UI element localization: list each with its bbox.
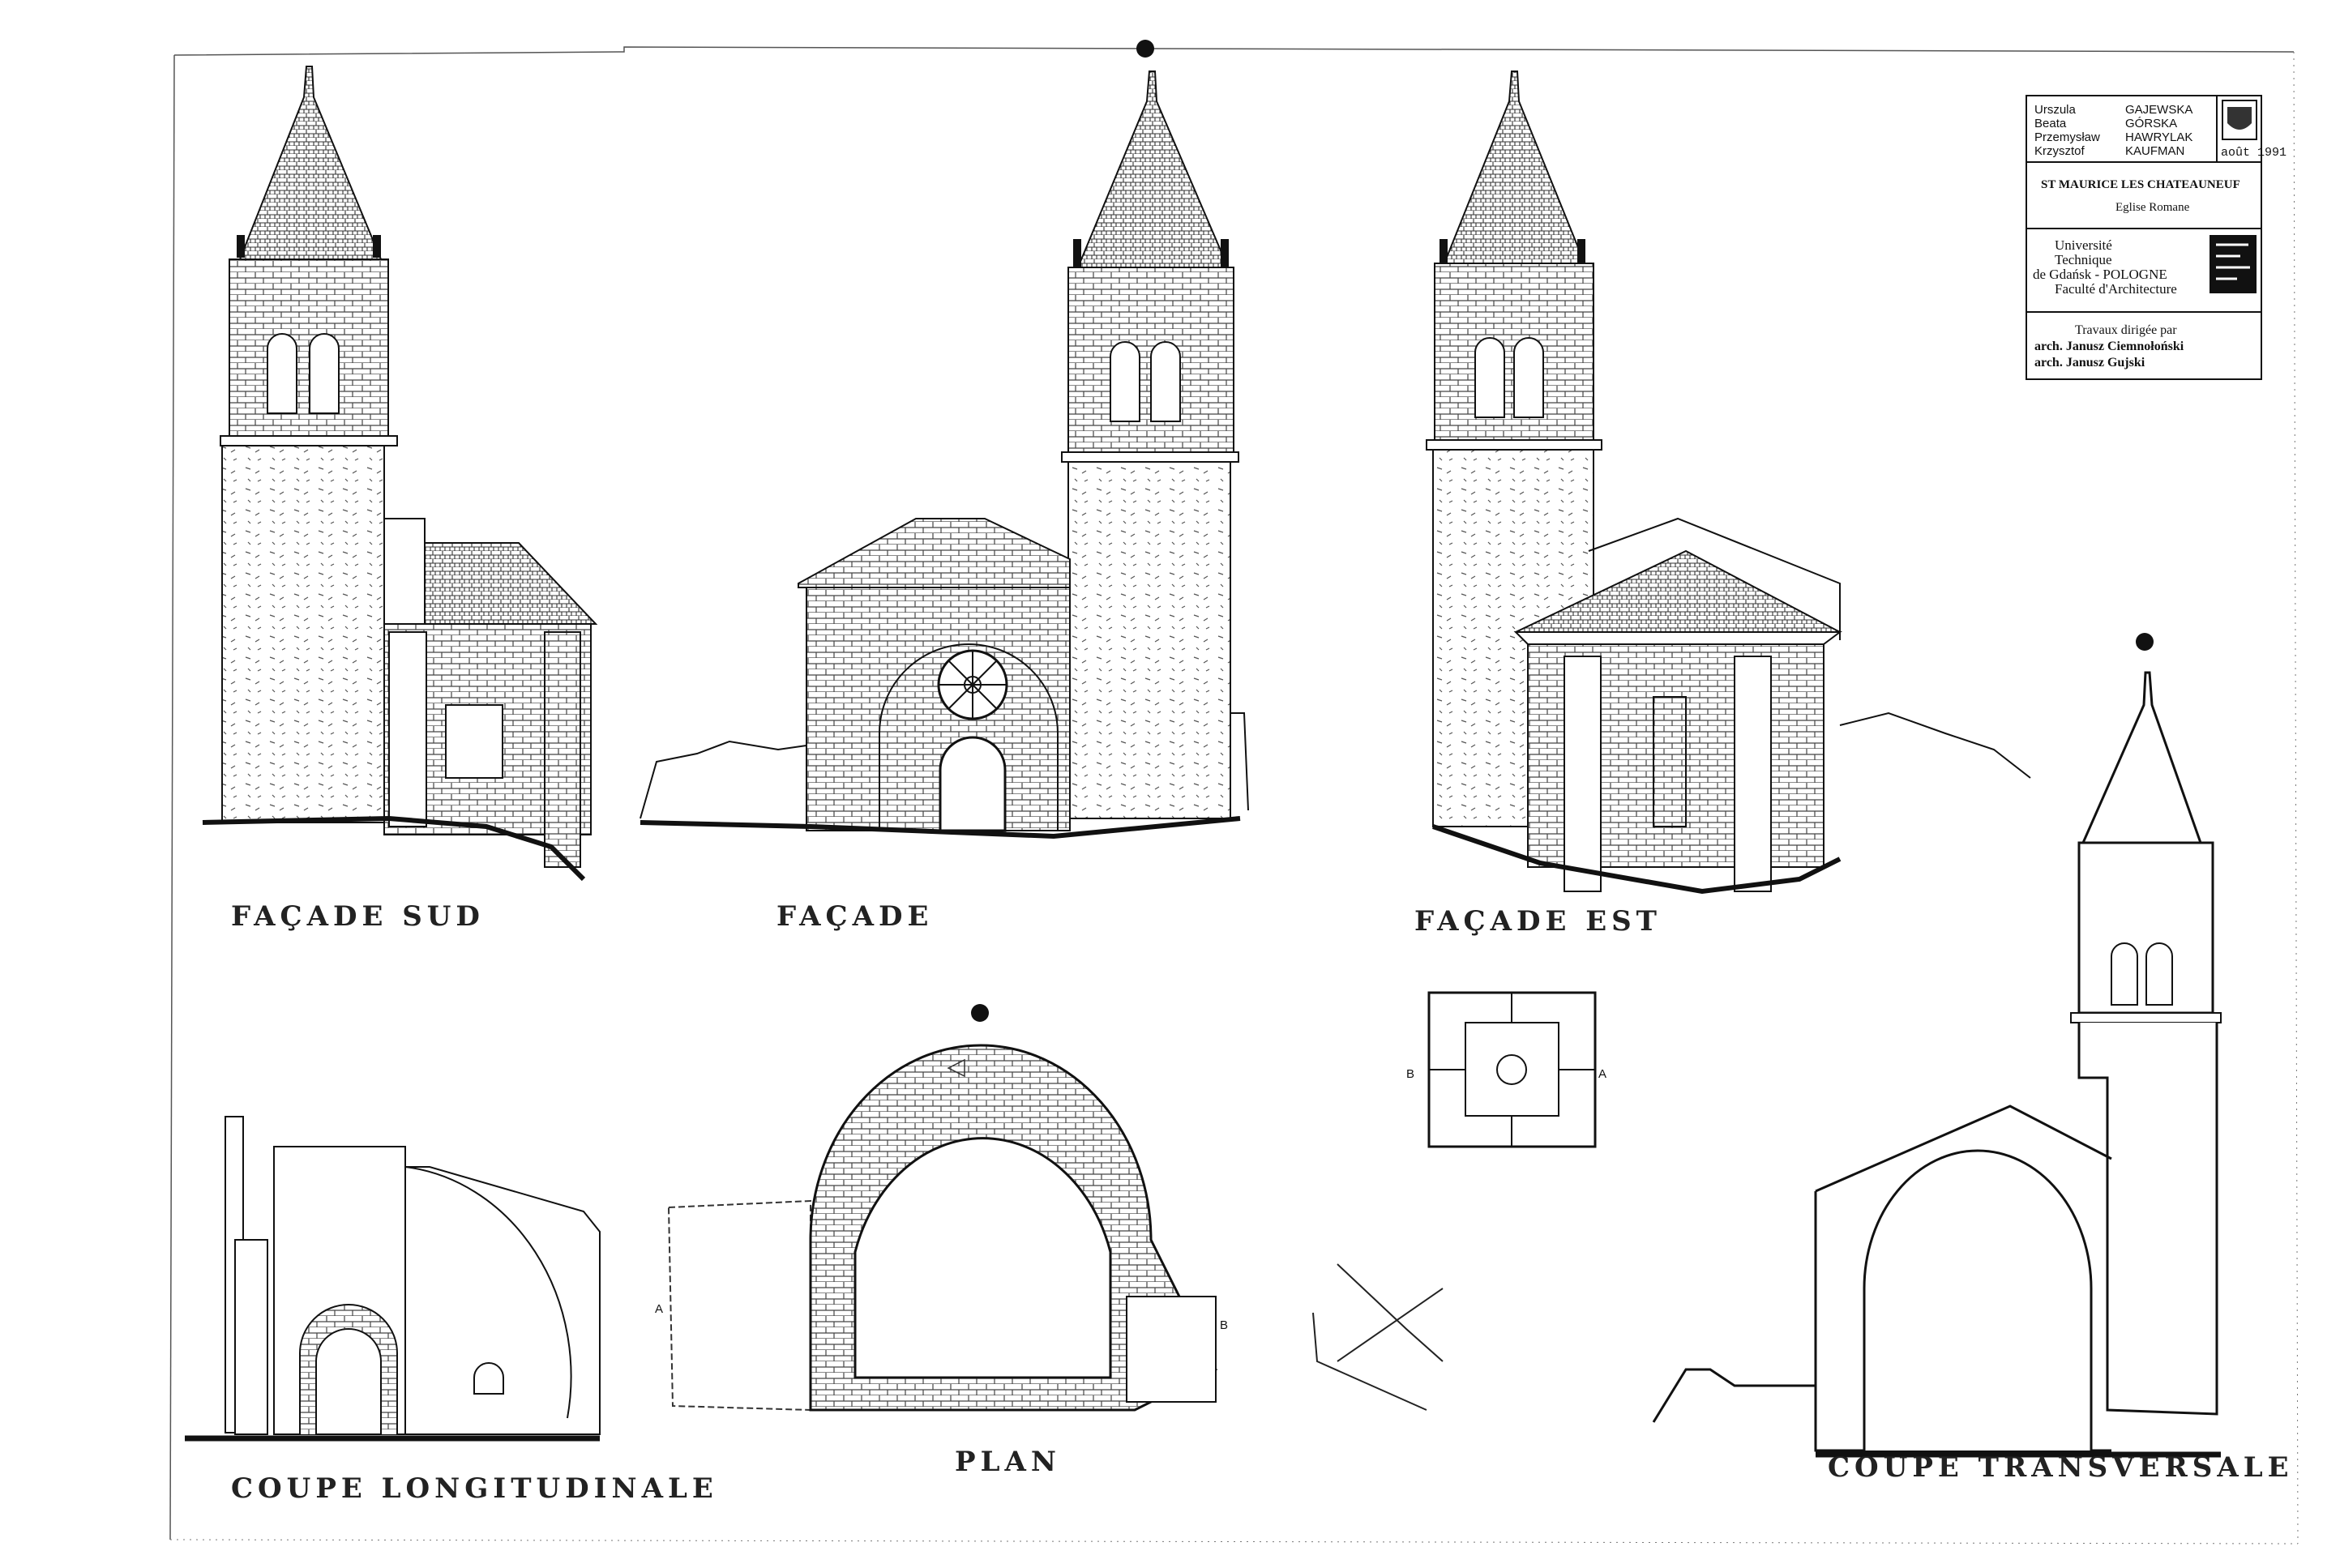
university-line: Technique — [2055, 252, 2112, 267]
registration-dot — [971, 1004, 989, 1022]
facade-drawing — [640, 70, 1249, 840]
coupe-longitudinale-drawing — [185, 1116, 601, 1442]
author-first-name: Krzysztof — [2034, 144, 2085, 158]
plan-drawing: A B — [655, 1044, 1228, 1412]
facade-est-label: FAÇADE EST — [1414, 905, 1662, 938]
facade-sud-label: FAÇADE SUD — [231, 900, 485, 933]
author-last-name: GAJEWSKA — [2125, 103, 2192, 117]
plan-marker-b: B — [1220, 1318, 1228, 1332]
tower-plan-marker-b: B — [1406, 1067, 1414, 1081]
university-line: Université — [2055, 237, 2112, 253]
authors-list: Urszula GAJEWSKA Beata GÓRSKA Przemysław… — [2034, 103, 2192, 158]
director-name: arch. Janusz Ciemnołoński — [2034, 340, 2184, 353]
tower-plan-marker-a: A — [1598, 1067, 1606, 1081]
tower-plan-drawing: B A — [1406, 991, 1606, 1148]
orientation-sketch — [1312, 1263, 1444, 1411]
author-last-name: KAUFMAN — [2125, 144, 2184, 158]
registration-dot — [2136, 633, 2154, 651]
directed-by-label: Travaux dirigée par — [2075, 323, 2177, 337]
plan-marker-a: A — [655, 1302, 663, 1316]
drawing-date: août 1991 — [2221, 146, 2287, 160]
plan-label: PLAN — [955, 1446, 1061, 1478]
university-line: de Gdańsk - POLOGNE — [2033, 267, 2167, 282]
author-first-name: Przemysław — [2034, 130, 2100, 144]
title-block: Urszula GAJEWSKA Beata GÓRSKA Przemysław… — [2026, 95, 2287, 380]
registration-dot — [1136, 40, 1154, 58]
coupe-transversale-label: COUPE TRANSVERSALE — [1828, 1451, 2294, 1484]
building-type: Eglise Romane — [2115, 201, 2190, 214]
coupe-transversale-drawing — [1652, 671, 2222, 1458]
facade-est-drawing — [1426, 70, 2031, 895]
author-first-name: Urszula — [2034, 103, 2077, 117]
coupe-longitudinale-label: COUPE LONGITUDINALE — [231, 1472, 718, 1505]
director-name: arch. Janusz Gujski — [2034, 356, 2145, 370]
author-first-name: Beata — [2034, 117, 2067, 130]
facade-label: FAÇADE — [776, 900, 933, 933]
coat-of-arms-logo — [2222, 100, 2257, 140]
faculty-logo — [2210, 235, 2257, 293]
site-name: ST MAURICE LES CHATEAUNEUF — [2041, 178, 2240, 191]
sheet-frame — [169, 46, 2299, 1545]
author-last-name: HAWRYLAK — [2125, 130, 2192, 144]
author-last-name: GÓRSKA — [2125, 117, 2177, 130]
university-line: Faculté d'Architecture — [2055, 281, 2177, 297]
facade-sud-drawing — [202, 66, 598, 882]
